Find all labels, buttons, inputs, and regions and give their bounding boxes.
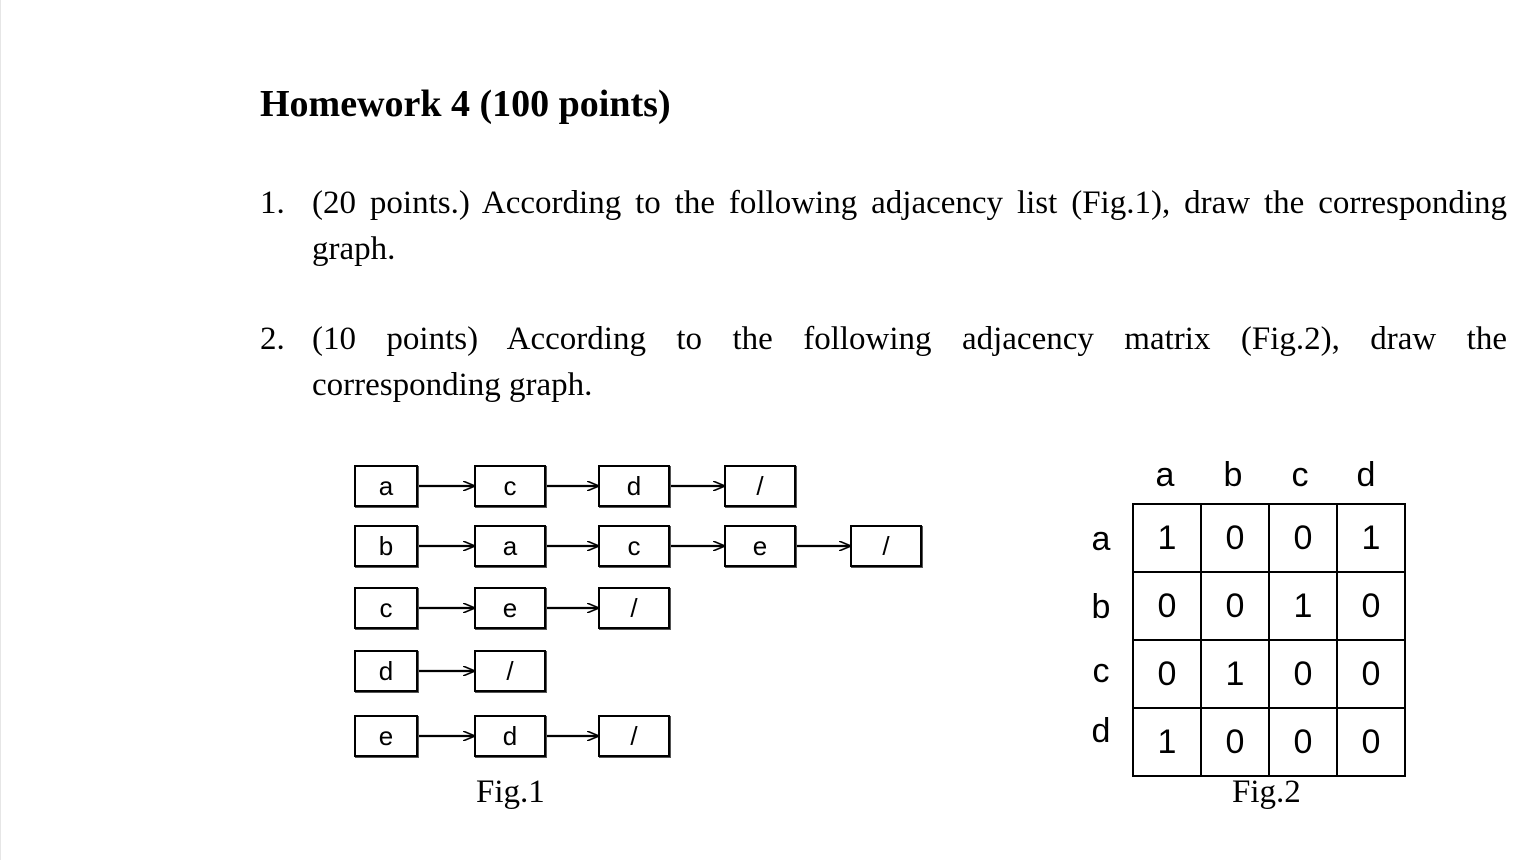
fig2-caption: Fig.2 — [1232, 774, 1301, 810]
question-text-line-2: graph. — [312, 231, 396, 267]
list-node: / — [724, 465, 796, 507]
matrix-row: 1 0 0 0 — [1132, 707, 1406, 777]
list-node: e — [724, 525, 796, 567]
matrix-cell: 0 — [1132, 571, 1202, 641]
matrix-cell: 1 — [1336, 503, 1406, 573]
question-number: 1. — [260, 185, 285, 221]
question-1: 1. (20 points.) According to the followi… — [260, 180, 1507, 272]
matrix-row-label: d — [1091, 712, 1111, 750]
matrix-cell: 0 — [1268, 503, 1338, 573]
question-text-line-1: (10 points) According to the following a… — [312, 321, 1507, 357]
list-node: / — [598, 587, 670, 629]
matrix-cell: 0 — [1336, 707, 1406, 777]
list-node: d — [474, 715, 546, 757]
matrix-cell: 0 — [1268, 639, 1338, 709]
list-head-node: c — [354, 587, 418, 629]
adjacency-matrix: 1 0 0 1 0 0 1 0 0 1 0 0 1 0 0 0 — [1132, 503, 1406, 777]
list-head-node: b — [354, 525, 418, 567]
matrix-column-label: a — [1155, 456, 1175, 494]
matrix-cell: 0 — [1132, 639, 1202, 709]
matrix-row: 1 0 0 1 — [1132, 503, 1406, 573]
list-node: a — [474, 525, 546, 567]
matrix-cell: 0 — [1336, 571, 1406, 641]
matrix-row-label: b — [1091, 588, 1111, 626]
list-node: e — [474, 587, 546, 629]
list-node: c — [598, 525, 670, 567]
matrix-cell: 0 — [1336, 639, 1406, 709]
page-title: Homework 4 (100 points) — [260, 83, 671, 125]
page-left-edge — [0, 0, 1, 860]
question-number: 2. — [260, 321, 285, 357]
question-text-line-2: corresponding graph. — [312, 367, 593, 403]
matrix-cell: 0 — [1200, 707, 1270, 777]
matrix-cell: 0 — [1200, 571, 1270, 641]
matrix-row: 0 1 0 0 — [1132, 639, 1406, 709]
matrix-row: 0 0 1 0 — [1132, 571, 1406, 641]
matrix-cell: 0 — [1268, 707, 1338, 777]
list-node: / — [598, 715, 670, 757]
matrix-cell: 1 — [1200, 639, 1270, 709]
list-head-node: e — [354, 715, 418, 757]
matrix-cell: 1 — [1132, 503, 1202, 573]
matrix-cell: 1 — [1268, 571, 1338, 641]
matrix-row-label: a — [1091, 520, 1111, 558]
fig1-caption: Fig.1 — [476, 774, 545, 810]
matrix-row-label: c — [1092, 652, 1110, 690]
matrix-column-label: b — [1223, 456, 1243, 494]
matrix-cell: 1 — [1132, 707, 1202, 777]
list-head-node: d — [354, 650, 418, 692]
list-head-node: a — [354, 465, 418, 507]
list-node: / — [474, 650, 546, 692]
list-node: / — [850, 525, 922, 567]
matrix-column-label: d — [1356, 456, 1376, 494]
matrix-column-label: c — [1291, 456, 1309, 494]
question-text-line-1: (20 points.) According to the following … — [312, 185, 1507, 221]
list-node: c — [474, 465, 546, 507]
matrix-cell: 0 — [1200, 503, 1270, 573]
question-2: 2. (10 points) According to the followin… — [260, 316, 1507, 408]
list-node: d — [598, 465, 670, 507]
